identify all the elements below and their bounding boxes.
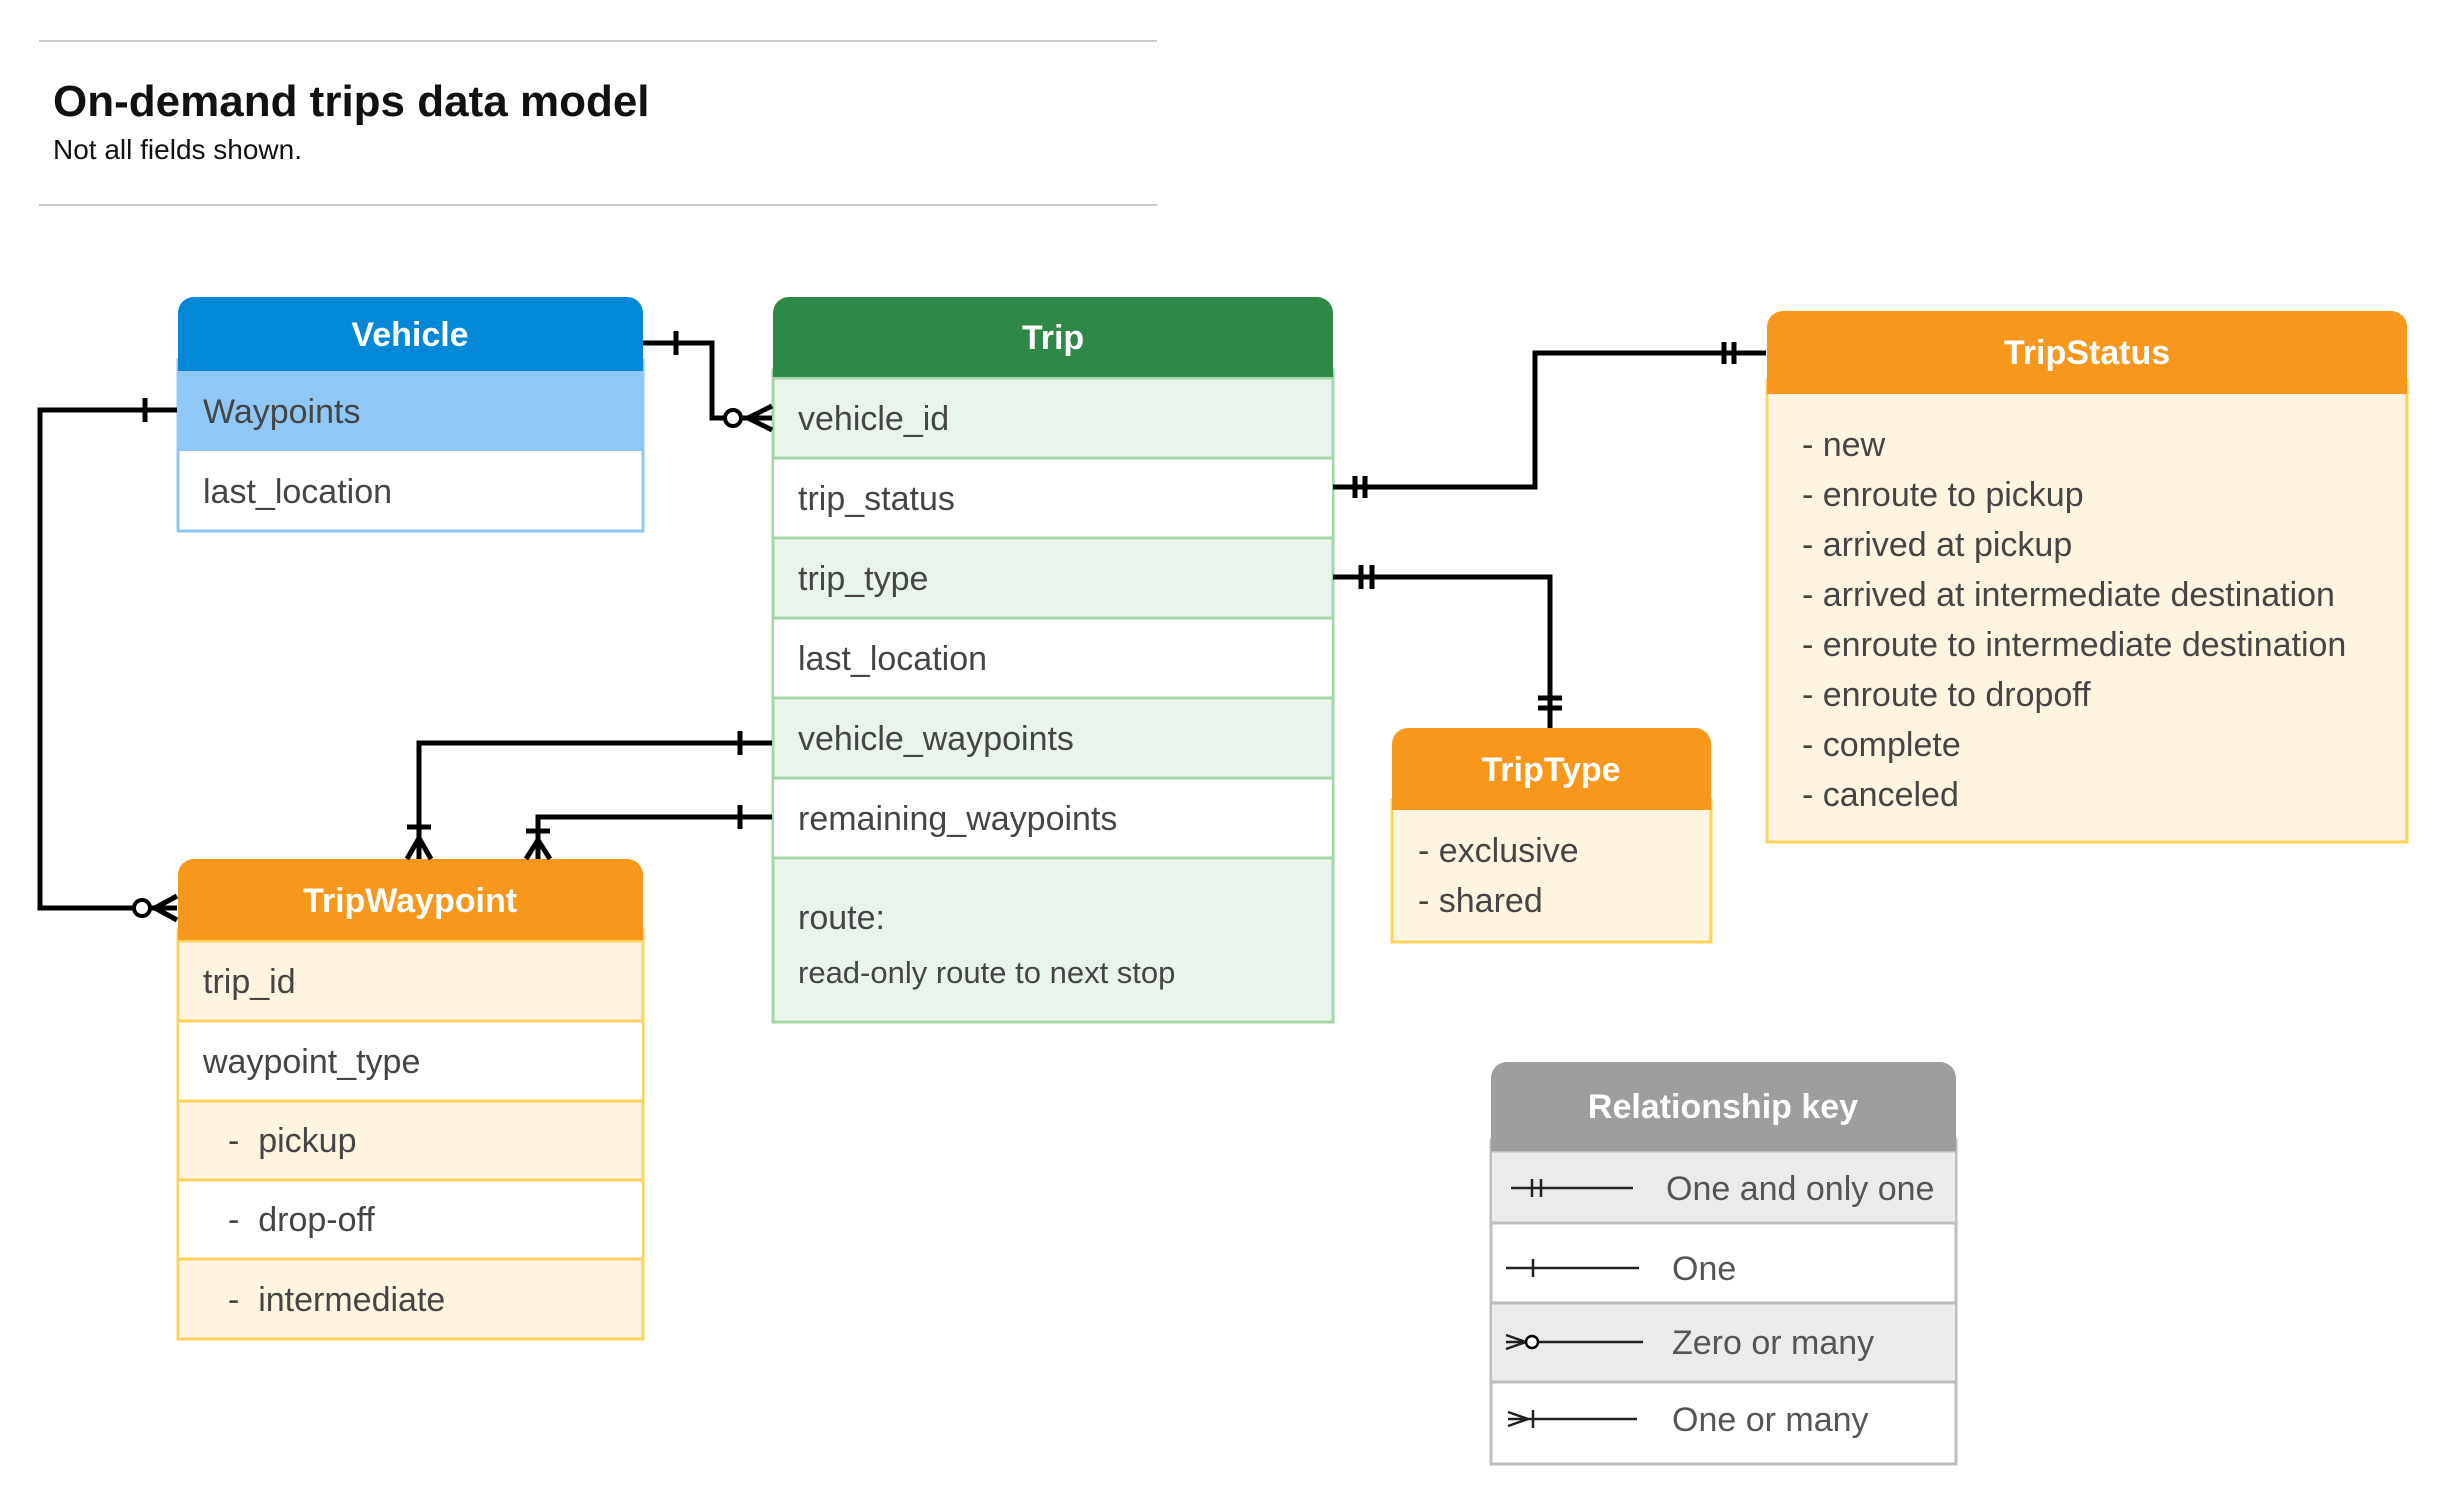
page-title: On-demand trips data model [53, 77, 650, 126]
triptype-value: - exclusive [1418, 832, 1579, 870]
entity-vehicle[interactable]: Vehicle Waypoints last_location [176, 297, 645, 533]
one-and-only-one-icon [1538, 695, 1562, 711]
entity-trip-status[interactable]: TripStatus - new - enroute to pickup - arr… [1765, 311, 2409, 844]
tripstatus-value: - enroute to pickup [1802, 476, 2084, 514]
one-and-only-one-icon [1352, 476, 1368, 498]
key-one-or-many-icon [1507, 1410, 1637, 1428]
page-subtitle: Not all fields shown. [53, 134, 302, 165]
key-title: Relationship key [1588, 1088, 1858, 1126]
vehicle-title: Vehicle [351, 316, 468, 354]
one-or-many-icon [523, 828, 553, 861]
key-label: One or many [1672, 1401, 1869, 1439]
trip-route-label: route: [798, 899, 885, 937]
tripstatus-value: - canceled [1802, 776, 1959, 814]
key-label: One [1672, 1250, 1736, 1288]
tripwaypoint-field: - intermediate [228, 1281, 445, 1319]
trip-field: remaining_waypoints [798, 800, 1117, 838]
trip-row-white [774, 778, 1332, 858]
trip-title: Trip [1022, 319, 1084, 357]
key-one-and-only-one-icon [1511, 1179, 1633, 1197]
crows-foot-icon [153, 893, 179, 923]
tripstatus-value: - complete [1802, 726, 1961, 764]
tripwaypoint-header [178, 859, 643, 940]
vehicle-field: Waypoints [203, 393, 360, 431]
zero-circle-icon [132, 898, 152, 918]
key-one-icon [1506, 1259, 1639, 1277]
vehicle-field: last_location [203, 473, 392, 511]
tripstatus-value: - arrived at intermediate destination [1802, 576, 2335, 614]
one-or-many-icon [404, 824, 434, 861]
key-header [1491, 1062, 1956, 1151]
connector-vehicle-tripwaypoint [37, 407, 177, 911]
entity-trip-waypoint[interactable]: TripWaypoint trip_id waypoint_type - pic… [176, 859, 645, 1341]
tripstatus-title: TripStatus [2004, 334, 2170, 372]
triptype-header [1392, 728, 1711, 810]
triptype-value: - shared [1418, 882, 1543, 920]
tripwaypoint-title: TripWaypoint [303, 882, 517, 920]
triptype-title: TripType [1481, 751, 1620, 789]
tripstatus-value: - enroute to dropoff [1802, 676, 2091, 714]
connector-remaining-waypoints [535, 814, 772, 859]
connector-vehicle-trip [643, 340, 772, 421]
tripwaypoint-field: trip_id [203, 963, 296, 1001]
trip-field: trip_type [798, 560, 928, 598]
relationship-connectors [37, 331, 1766, 923]
entity-trip-type[interactable]: TripType - exclusive - shared [1390, 728, 1713, 944]
trip-field: last_location [798, 640, 987, 678]
tripwaypoint-row-white [179, 1180, 642, 1259]
trip-header [773, 297, 1333, 377]
key-label: Zero or many [1672, 1324, 1874, 1362]
tripstatus-value: - enroute to intermediate destination [1802, 626, 2346, 664]
triptype-body [1390, 798, 1713, 944]
tripwaypoint-field: - pickup [228, 1122, 357, 1160]
zero-circle-icon [723, 408, 743, 428]
connector-vehicle-waypoints [416, 740, 772, 859]
trip-field: trip_status [798, 480, 955, 518]
tripwaypoint-body [176, 928, 645, 1341]
connector-trip-status [1333, 350, 1766, 490]
key-label: One and only one [1666, 1170, 1934, 1208]
tripstatus-body [1765, 378, 2409, 844]
vehicle-header [178, 297, 643, 371]
tripwaypoint-field: - drop-off [228, 1201, 375, 1239]
entity-trip[interactable]: Trip vehicle_id trip_status trip_type la… [771, 297, 1335, 1024]
tripstatus-value: - arrived at pickup [1802, 526, 2072, 564]
tripwaypoint-field: waypoint_type [202, 1043, 420, 1081]
trip-row-white [774, 458, 1332, 538]
trip-row-white [774, 618, 1332, 698]
key-zero-circle-icon [1524, 1334, 1540, 1350]
relationship-key: Relationship key One and only one One Ze… [1489, 1062, 1958, 1466]
tripstatus-header [1767, 311, 2407, 394]
trip-field: vehicle_waypoints [798, 720, 1074, 758]
trip-route-desc: read-only route to next stop [798, 955, 1175, 990]
connector-trip-type [1333, 574, 1553, 728]
crows-foot-icon [746, 403, 774, 433]
one-and-only-one-icon [1721, 342, 1737, 364]
tripwaypoint-row-white [179, 1021, 642, 1101]
one-and-only-one-icon [1358, 565, 1375, 589]
trip-field: vehicle_id [798, 400, 949, 438]
vehicle-row-highlight [178, 371, 643, 451]
tripstatus-value: - new [1802, 426, 1886, 464]
